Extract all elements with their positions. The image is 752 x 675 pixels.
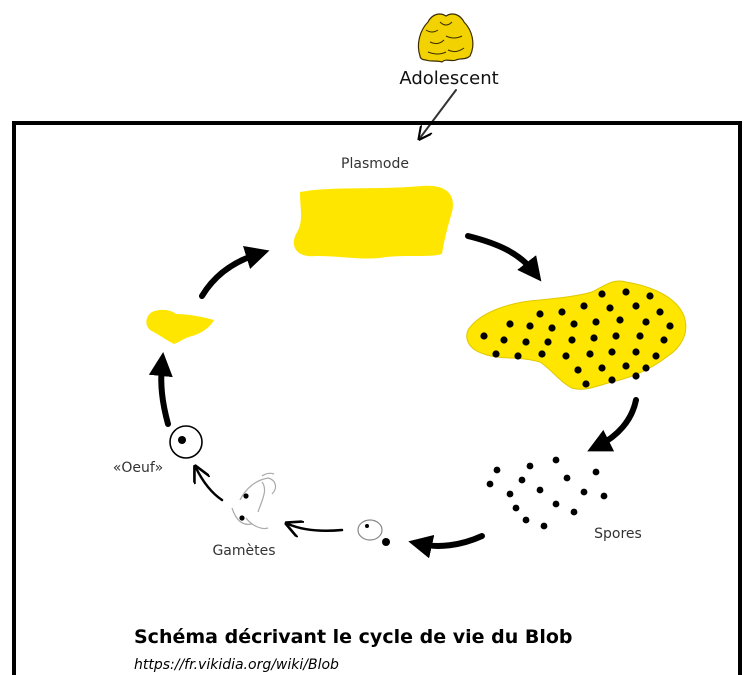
oeuf-icon xyxy=(169,425,203,459)
sporangium-dots xyxy=(480,288,674,388)
adolescent-label: Adolescent xyxy=(399,68,498,89)
arrow-gametes-to-oeuf xyxy=(196,468,224,502)
swarm-cell-icon xyxy=(357,519,390,546)
spores-label: Spores xyxy=(594,526,642,542)
adolescent-pointer-arrow xyxy=(420,89,457,138)
gametes-icon xyxy=(231,472,277,530)
arrow-swarm-cell-to-gametes xyxy=(288,524,344,531)
arrow-sporangium-to-spores xyxy=(587,397,639,452)
adolescent-blob-icon xyxy=(417,13,474,63)
sporangium-shape xyxy=(466,280,687,390)
arrow-plasmode-to-sporangium xyxy=(465,233,542,282)
diagram-frame xyxy=(12,121,742,675)
plasmode-shape xyxy=(293,185,453,259)
young-blob-shape xyxy=(146,309,214,344)
arrow-oeuf-to-young-blob xyxy=(148,352,173,427)
gametes-label: Gamètes xyxy=(212,543,275,559)
spores-dots xyxy=(486,456,608,530)
plasmode-label: Plasmode xyxy=(341,156,409,172)
caption-source-url[interactable]: https://fr.vikidia.org/wiki/Blob xyxy=(134,657,339,673)
caption-title: Schéma décrivant le cycle de vie du Blob xyxy=(134,626,572,648)
arrow-young-blob-to-plasmode xyxy=(199,246,270,299)
oeuf-label: «Oeuf» xyxy=(113,460,163,476)
arrow-spores-to-swarm-cell xyxy=(408,533,485,559)
